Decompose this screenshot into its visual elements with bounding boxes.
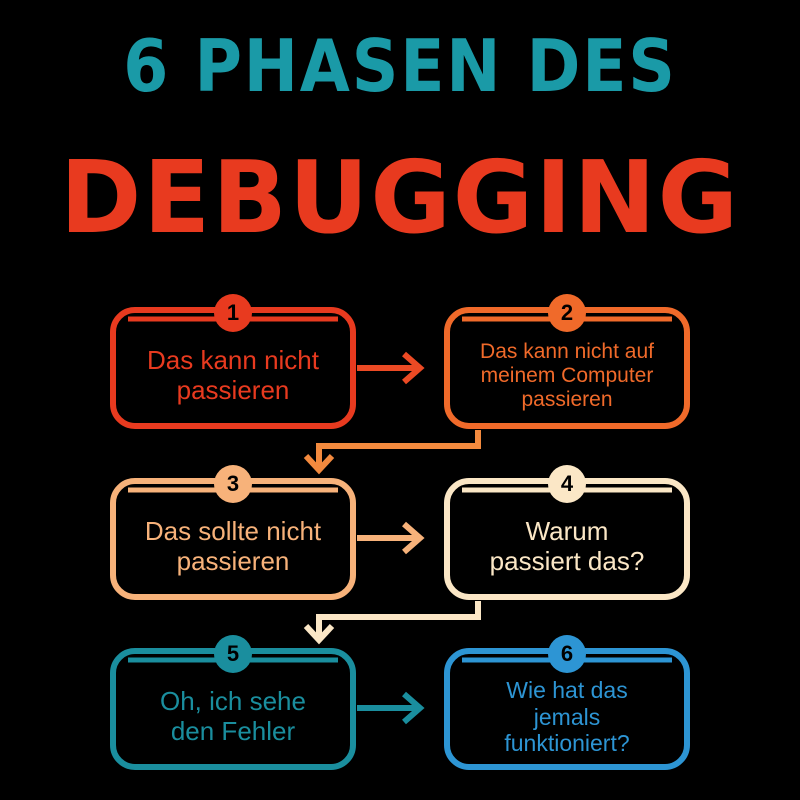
phase-number-6: 6	[560, 641, 574, 666]
arrow-2-to-3	[303, 430, 481, 475]
phase-text-1: Das kann nicht passieren	[147, 345, 319, 405]
phase-text-2: Das kann nicht auf meinem Computer passi…	[480, 339, 654, 412]
phase-number-2: 2	[560, 300, 574, 325]
phase-box-3	[110, 465, 356, 600]
phase-number-5: 5	[226, 641, 240, 666]
arrow-4-to-5	[303, 601, 481, 645]
arrow-5-to-6	[357, 691, 425, 725]
phase-box-6	[444, 635, 690, 770]
arrow-1-to-2	[357, 351, 425, 385]
phase-number-badge-6	[548, 635, 586, 673]
title-line-1: 6 PHASEN DES	[123, 24, 677, 108]
phase-number-4: 4	[560, 471, 574, 496]
phase-number-badge-5	[214, 635, 252, 673]
phase-number-badge-3	[214, 465, 252, 503]
phase-text-5: Oh, ich sehe den Fehler	[160, 686, 306, 746]
phase-number-badge-4	[548, 465, 586, 503]
phase-box-1	[110, 294, 356, 429]
phase-number-badge-2	[548, 294, 586, 332]
phase-box-4	[444, 465, 690, 600]
phase-text-3: Das sollte nicht passieren	[144, 516, 322, 576]
phase-text-6: Wie hat das jemals funktioniert?	[504, 677, 630, 757]
arrow-3-to-4	[357, 521, 425, 555]
phase-number-badge-1	[214, 294, 252, 332]
phase-text-4: Warum passiert das?	[489, 516, 645, 576]
phase-box-5	[110, 635, 356, 770]
title-line-2: DEBUGGING	[59, 139, 740, 256]
phase-number-3: 3	[226, 471, 240, 496]
phase-number-1: 1	[226, 300, 240, 325]
phase-box-2	[444, 294, 690, 429]
